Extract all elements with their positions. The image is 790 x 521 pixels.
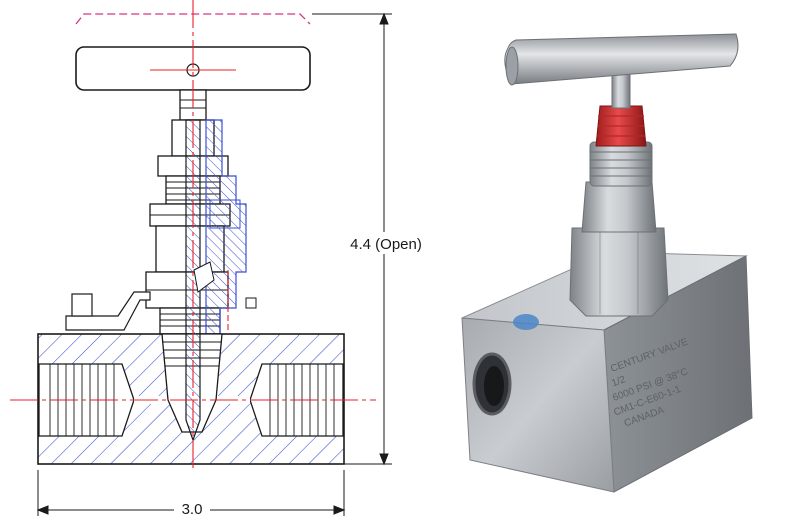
inlet-port	[38, 363, 135, 437]
photo-t-handle	[504, 33, 739, 85]
handle-swing-outline	[75, 13, 311, 25]
photo-stem	[611, 71, 631, 109]
height-label: 4.4 (Open)	[350, 236, 422, 253]
blue-marking-dot	[513, 314, 539, 330]
lock-plate	[65, 291, 151, 331]
engraving-line-2: 1/2	[610, 374, 627, 389]
valve-photo: CENTURY VALVE 1/2 6000 PSI @ 38°C CM1-C-…	[461, 33, 753, 493]
centerlines	[10, 0, 376, 470]
section-drawing: 4.4 (Open) 3.0	[10, 0, 434, 518]
bonnet-hex	[569, 227, 669, 317]
gland-nut	[589, 141, 653, 187]
width-label: 3.0	[182, 501, 203, 516]
gland-body	[581, 181, 657, 233]
packing-section	[209, 199, 241, 229]
lock-screw	[71, 293, 93, 317]
